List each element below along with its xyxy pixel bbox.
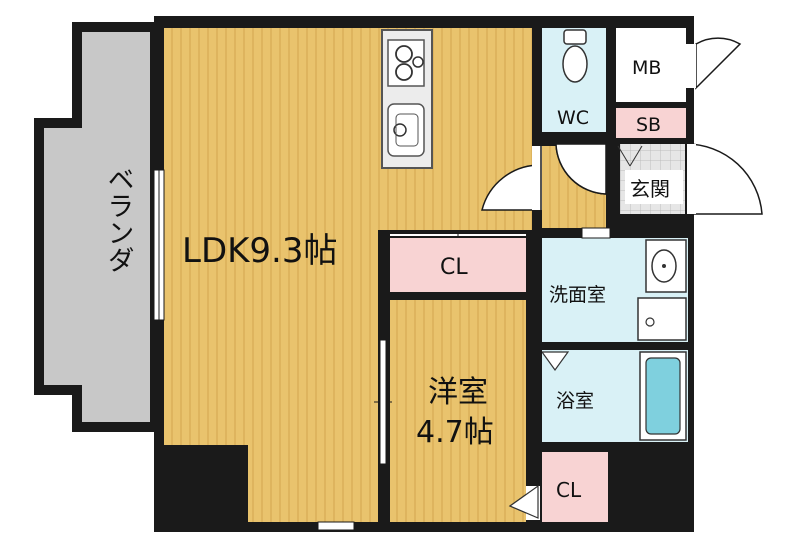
veranda-label: ベランダ <box>103 165 134 273</box>
entrance-door-swing <box>685 143 763 215</box>
western-closet <box>540 452 608 522</box>
bathroom-label: 浴室 <box>556 390 594 412</box>
washbasin-icon <box>645 239 687 293</box>
mb-door-swing <box>695 37 742 90</box>
sb-label: SB <box>636 114 661 136</box>
western-room-size-label: 4.7帖 <box>416 415 494 450</box>
ldk-label: LDK9.3帖 <box>182 231 338 271</box>
mb-label: MB <box>632 57 661 79</box>
toilet-icon <box>562 29 588 83</box>
washer-icon <box>637 297 687 341</box>
sb-room <box>616 108 686 138</box>
kitchen-counter <box>381 29 433 169</box>
mb-room <box>616 28 686 102</box>
stove-icon <box>387 39 425 87</box>
western-room-floor <box>390 300 526 522</box>
bathtub-icon <box>639 351 687 441</box>
bottom-window <box>317 521 355 531</box>
washroom-label: 洗面室 <box>549 284 606 306</box>
ldk-closet-label: CL <box>440 255 468 280</box>
ldk-floor <box>164 28 532 522</box>
western-room-name-label: 洋室 <box>428 375 488 410</box>
bath-door <box>540 351 570 372</box>
western-closet-label: CL <box>556 478 582 502</box>
veranda <box>34 22 158 432</box>
entrance-label: 玄関 <box>630 177 670 201</box>
wc-label: WC <box>557 107 589 129</box>
ldk-closet <box>390 238 526 292</box>
ldk-door-swing <box>481 164 541 211</box>
